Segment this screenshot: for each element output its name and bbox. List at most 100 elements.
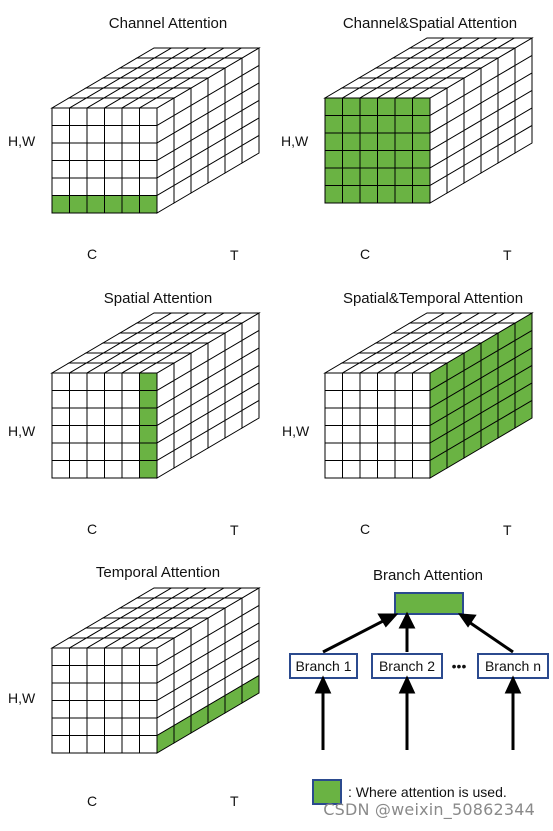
branch-2-box <box>371 653 443 679</box>
front-cell <box>121 407 140 426</box>
front-cell <box>104 407 123 426</box>
front-cell <box>121 717 140 736</box>
arrow-head-input-1 <box>314 675 332 694</box>
front-cell <box>139 700 158 719</box>
front-cell <box>139 142 158 161</box>
front-cell <box>377 390 396 409</box>
front-cell <box>69 125 88 144</box>
front-cell <box>51 682 70 701</box>
front-cell <box>104 700 123 719</box>
front-cell <box>104 682 123 701</box>
legend-swatch <box>312 779 342 805</box>
front-cell <box>394 372 413 391</box>
axis-label-hw: H,W <box>8 133 36 149</box>
front-cell <box>86 460 105 479</box>
axis-label-c: C <box>360 246 370 262</box>
front-cell <box>359 150 378 169</box>
front-cell <box>412 97 431 116</box>
front-cell <box>394 132 413 151</box>
front-cell <box>394 167 413 186</box>
axis-label-hw: H,W <box>281 133 309 149</box>
front-cell <box>394 407 413 426</box>
front-cell <box>104 177 123 196</box>
front-cell <box>377 132 396 151</box>
front-cell <box>69 425 88 444</box>
axis-label-c: C <box>360 521 370 537</box>
front-cell <box>69 107 88 126</box>
front-cell <box>121 125 140 144</box>
arrow-head-branch2 <box>398 611 416 629</box>
front-cell <box>342 460 361 479</box>
front-cell <box>394 390 413 409</box>
front-cell <box>324 185 343 204</box>
front-cell <box>324 425 343 444</box>
front-cell <box>139 460 158 479</box>
watermark: CSDN @weixin_50862344 <box>323 800 535 819</box>
front-cell <box>121 372 140 391</box>
arrow-head-input-n <box>504 675 522 694</box>
right-cell <box>241 399 260 429</box>
front-cell <box>104 442 123 461</box>
front-cell <box>121 665 140 684</box>
front-cell <box>121 442 140 461</box>
front-cell <box>359 407 378 426</box>
front-cell <box>139 407 158 426</box>
front-cell <box>86 407 105 426</box>
front-cell <box>342 407 361 426</box>
axis-label-hw: H,W <box>8 423 36 439</box>
arrow-branch1-to-output <box>322 616 390 654</box>
front-cell <box>104 125 123 144</box>
front-cell <box>342 425 361 444</box>
front-cell <box>51 717 70 736</box>
front-cell <box>51 142 70 161</box>
front-cell <box>86 665 105 684</box>
front-cell <box>51 700 70 719</box>
front-cell <box>377 460 396 479</box>
front-cell <box>412 460 431 479</box>
front-cell <box>121 160 140 179</box>
front-cell <box>104 717 123 736</box>
front-cell <box>394 185 413 204</box>
front-cell <box>377 372 396 391</box>
front-cell <box>51 647 70 666</box>
front-cell <box>342 390 361 409</box>
axis-label-t: T <box>503 522 512 538</box>
front-cell <box>86 160 105 179</box>
front-cell <box>359 390 378 409</box>
front-cell <box>342 442 361 461</box>
front-cell <box>359 425 378 444</box>
front-cell <box>51 125 70 144</box>
front-cell <box>139 717 158 736</box>
branch-n-box <box>477 653 549 679</box>
front-cell <box>69 647 88 666</box>
front-cell <box>342 185 361 204</box>
cube-title: Spatial Attention <box>104 290 212 307</box>
front-cell <box>104 160 123 179</box>
front-cell <box>139 125 158 144</box>
front-cell <box>86 372 105 391</box>
front-cell <box>51 735 70 754</box>
cube-title: Spatial&Temporal Attention <box>343 290 523 307</box>
front-cell <box>104 647 123 666</box>
axis-label-t: T <box>230 522 239 538</box>
front-cell <box>377 97 396 116</box>
front-cell <box>69 142 88 161</box>
front-cell <box>86 735 105 754</box>
front-cell <box>51 177 70 196</box>
front-cell <box>324 97 343 116</box>
front-cell <box>121 177 140 196</box>
branch-arrows <box>314 611 522 750</box>
front-cell <box>51 665 70 684</box>
branch-ellipsis: ••• <box>452 658 467 674</box>
front-cell <box>377 115 396 134</box>
front-cell <box>394 442 413 461</box>
front-cell <box>121 425 140 444</box>
front-cell <box>359 442 378 461</box>
front-cell <box>69 735 88 754</box>
axis-label-c: C <box>87 793 97 809</box>
front-cell <box>324 390 343 409</box>
front-cell <box>51 460 70 479</box>
front-cell <box>139 735 158 754</box>
front-cell <box>394 115 413 134</box>
